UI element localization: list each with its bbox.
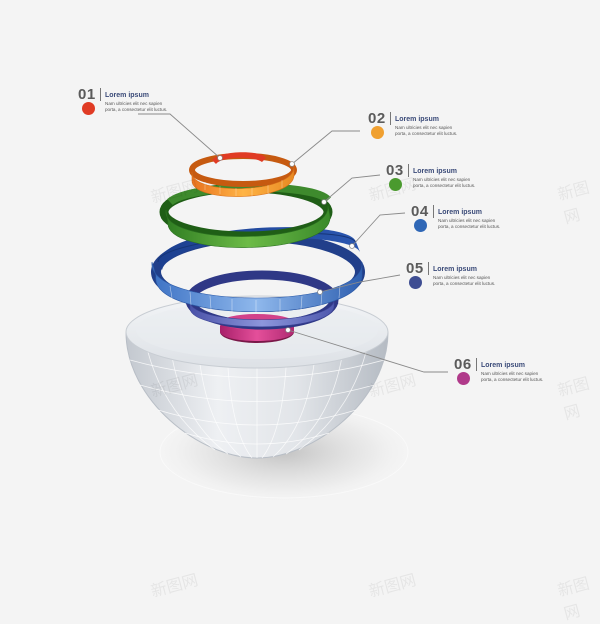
step-number: 02 — [368, 110, 386, 127]
leader-lines — [138, 113, 448, 373]
separator — [476, 358, 477, 371]
step-title: Lorem ipsum — [395, 116, 439, 123]
step-color-dot — [82, 102, 95, 115]
step-title: Lorem ipsum — [481, 362, 525, 369]
step-title: Lorem ipsum — [413, 168, 457, 175]
callout-01: 01 Lorem ipsum Nam ultricies elit nec sa… — [76, 86, 196, 126]
callout-02: 02 Lorem ipsum Nam ultricies elit nec sa… — [366, 110, 486, 150]
step-number: 06 — [454, 356, 472, 373]
step-desc-line1: Nam ultricies elit nec sapien — [395, 125, 453, 130]
step-desc-line2: porta, a consectetur elit luctus. — [481, 377, 544, 382]
step-color-dot — [414, 219, 427, 232]
separator — [428, 262, 429, 275]
step-color-dot — [409, 276, 422, 289]
step-desc-line1: Nam ultricies elit nec sapien — [433, 275, 491, 280]
step-number: 01 — [78, 86, 96, 103]
step-title: Lorem ipsum — [105, 92, 149, 99]
separator — [390, 112, 391, 125]
step-desc-line2: porta, a consectetur elit luctus. — [395, 131, 458, 136]
ring-green — [159, 183, 333, 248]
ring-red — [212, 152, 266, 164]
step-desc-line1: Nam ultricies elit nec sapien — [105, 101, 163, 106]
step-number: 05 — [406, 260, 424, 277]
step-desc-line1: Nam ultricies elit nec sapien — [481, 371, 539, 376]
step-color-dot — [371, 126, 384, 139]
callout-05: 05 Lorem ipsum Nam ultricies elit nec sa… — [404, 260, 524, 300]
step-desc-line2: porta, a consectetur elit luctus. — [433, 281, 496, 286]
step-number: 03 — [386, 162, 404, 179]
step-desc-line1: Nam ultricies elit nec sapien — [438, 218, 496, 223]
step-title: Lorem ipsum — [433, 266, 477, 273]
step-desc-line2: porta, a consectetur elit luctus. — [438, 224, 501, 229]
step-title: Lorem ipsum — [438, 209, 482, 216]
step-number: 04 — [411, 203, 429, 220]
separator — [100, 88, 101, 101]
callout-03: 03 Lorem ipsum Nam ultricies elit nec sa… — [384, 162, 504, 202]
callout-04: 04 Lorem ipsum Nam ultricies elit nec sa… — [409, 203, 529, 243]
step-desc-line2: porta, a consectetur elit luctus. — [105, 107, 168, 112]
separator — [433, 205, 434, 218]
callout-06: 06 Lorem ipsum Nam ultricies elit nec sa… — [452, 356, 572, 396]
step-color-dot — [457, 372, 470, 385]
spiral-infographic — [125, 113, 448, 504]
step-desc-line1: Nam ultricies elit nec sapien — [413, 177, 471, 182]
step-desc-line2: porta, a consectetur elit luctus. — [413, 183, 476, 188]
watermark-9: 新图网 — [555, 573, 592, 624]
step-color-dot — [389, 178, 402, 191]
separator — [408, 164, 409, 177]
